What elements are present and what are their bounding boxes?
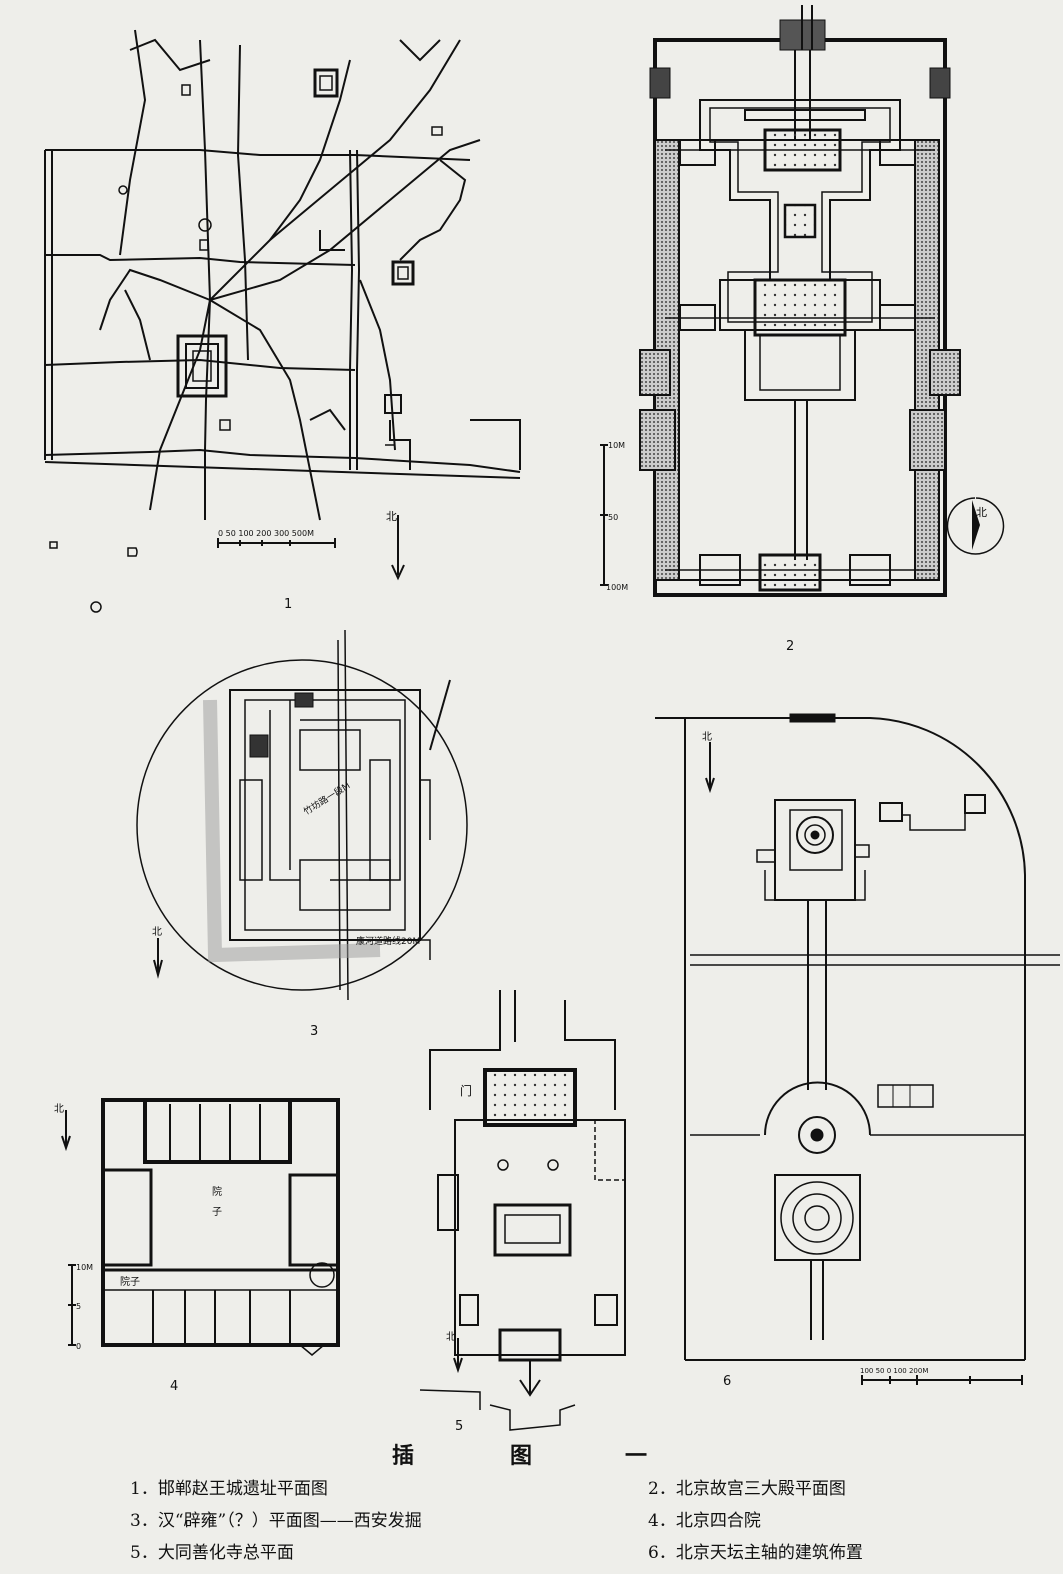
figure-5-temple-plan xyxy=(419,990,626,1431)
figure-4-number: 4 xyxy=(170,1379,178,1394)
figure-3-north-arrow: 北 xyxy=(152,926,163,979)
figure-4-scale-top: 10M xyxy=(76,1263,93,1272)
figure-1-number: 1 xyxy=(284,597,292,612)
plate-title-char-3: 一 xyxy=(625,1443,648,1469)
figure-5-north-label: 北 xyxy=(446,1331,456,1343)
figure-4-label-court2: 子 xyxy=(212,1206,222,1218)
figure-1-north-label: 北 xyxy=(386,510,397,523)
figure-5-label-gate: 门 xyxy=(460,1083,472,1098)
figure-4-label-side: 院子 xyxy=(120,1275,140,1288)
figure-2-scale-bottom: 100M xyxy=(606,583,628,592)
figure-1-city-plan xyxy=(44,29,521,613)
figure-4-north-label: 北 xyxy=(54,1103,64,1115)
figure-2-scale-mid: 50 xyxy=(608,513,618,522)
caption-3: 3．汉“辟雍”（？）平面图——西安发掘 xyxy=(130,1511,422,1531)
figure-6-north-label: 北 xyxy=(702,731,712,743)
figure-1-north-arrow: 北 xyxy=(386,510,405,581)
figure-4-scale-bar: 10M 5 0 xyxy=(68,1263,93,1351)
figure-2-palace-plan xyxy=(639,5,961,597)
figure-3-label-b: 康河道路线20M xyxy=(356,935,420,947)
figure-1-scale-bar: 0 50 100 200 300 500M xyxy=(217,529,336,548)
figure-3-number: 3 xyxy=(310,1024,318,1039)
plate-title-char-2: 图 xyxy=(510,1443,533,1469)
figure-5-number: 5 xyxy=(455,1419,463,1434)
figure-3-north-label: 北 xyxy=(152,926,162,938)
figure-4-courtyard-plan xyxy=(101,1098,340,1356)
figure-4-label-court: 院 xyxy=(212,1185,222,1198)
caption-5: 5．大同善化寺总平面 xyxy=(130,1543,294,1563)
figure-2-scale-top: 10M xyxy=(608,441,625,450)
figure-2-number: 2 xyxy=(786,639,794,654)
figure-2-north-label: 北 xyxy=(976,506,987,519)
figure-3-label-a: 竹坊路一段M xyxy=(301,779,352,817)
figure-3-biyong-plan xyxy=(136,629,468,1001)
figure-2-scale-bar: 10M 50 100M xyxy=(600,441,628,592)
figure-4-scale-mid: 5 xyxy=(76,1302,81,1311)
figure-2-north-arrow: 北 xyxy=(946,497,1005,555)
figure-6-temple-of-heaven xyxy=(655,713,1060,1361)
figure-4-scale-bottom: 0 xyxy=(76,1342,81,1351)
figure-1-scale-label: 0 50 100 200 300 500M xyxy=(218,529,314,538)
plate-title-char-1: 插 xyxy=(392,1443,415,1469)
figure-6-number: 6 xyxy=(723,1374,731,1389)
caption-4: 4．北京四合院 xyxy=(648,1511,761,1531)
figure-5-north-arrow: 北 xyxy=(446,1331,463,1374)
caption-6: 6．北京天坛主轴的建筑佈置 xyxy=(648,1543,863,1563)
figure-6-scale-label: 100 50 0 100 200M xyxy=(860,1367,928,1375)
figure-6-scale-bar: 100 50 0 100 200M xyxy=(860,1367,1023,1385)
caption-2: 2．北京故宫三大殿平面图 xyxy=(648,1479,846,1499)
figure-4-north-arrow: 北 xyxy=(54,1103,71,1152)
caption-1: 1．邯郸赵王城遗址平面图 xyxy=(130,1479,328,1499)
figure-6-north-arrow: 北 xyxy=(702,731,715,794)
